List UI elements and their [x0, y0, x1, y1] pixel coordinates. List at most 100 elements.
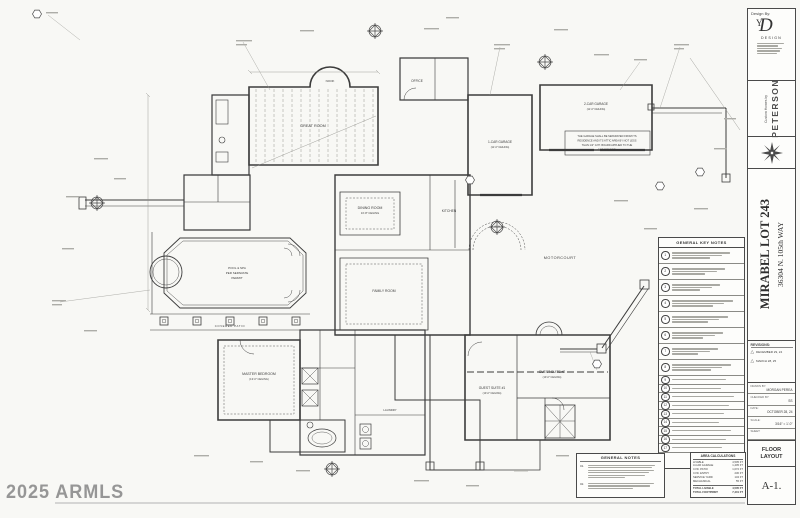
guest2-label-2: (10'-0" CEILING)	[543, 376, 562, 379]
illegible-text-bar	[671, 302, 725, 305]
general-note-number: 02.	[580, 481, 585, 486]
area-calc-value: 4,505 FT	[732, 460, 743, 464]
designer-logo: D	[759, 15, 773, 36]
illegible-text-bar	[671, 379, 726, 381]
illegible-text-bar	[671, 332, 723, 334]
area-calc-divider	[693, 484, 743, 486]
illegible-text-bar	[671, 430, 732, 432]
room-label-motorcourt: MOTORCOURT	[544, 256, 577, 260]
illegible-text-bar	[588, 474, 645, 476]
illegible-text-bar	[671, 321, 709, 323]
illegible-text-bar	[671, 257, 711, 259]
title-block-field: DATE:OCTOBER 28, 24	[748, 406, 795, 418]
key-note-number: 7	[661, 347, 670, 356]
sheet-number: A-1.	[748, 467, 795, 504]
key-note-text	[671, 315, 743, 324]
key-note-text	[671, 446, 743, 450]
key-note-text	[671, 429, 743, 433]
key-note-row: 5	[659, 312, 744, 328]
key-note-row: 1	[659, 248, 744, 264]
key-note-row: 16	[659, 435, 744, 444]
illegible-text-bar	[671, 404, 729, 406]
room-label-dining-clg: 13'-8" CEILING	[361, 211, 379, 215]
illegible-text-bar	[671, 316, 728, 318]
key-note-number: 13	[661, 409, 670, 418]
illegible-text-bar	[588, 487, 634, 490]
illegible-text-bar	[671, 348, 719, 350]
key-note-number: 9	[661, 375, 670, 384]
key-note-text	[671, 331, 743, 340]
key-note-text	[671, 347, 743, 356]
key-note-row: 12	[659, 401, 744, 410]
annotation-marks	[46, 12, 736, 487]
illegible-text-bar	[671, 289, 701, 291]
title-block: Design By: Y D DESIGN Custom Homes by PE…	[747, 8, 796, 505]
key-note-row: 14	[659, 418, 744, 427]
general-note-number: 01.	[580, 463, 585, 468]
key-note-number: 12	[661, 401, 670, 410]
project-name: MIRABEL LOT 243	[758, 199, 772, 310]
key-note-text	[671, 267, 743, 276]
illegible-text-bar	[671, 353, 699, 355]
key-note-number: 3	[661, 283, 670, 292]
key-note-number: 8	[661, 363, 670, 372]
general-notes-panel: GENERAL NOTES 01.02.	[576, 453, 665, 498]
illegible-text-bar	[671, 366, 723, 369]
builder-stamp: Custom Homes by PETERSON	[748, 79, 795, 138]
illegible-text-bar	[671, 350, 710, 353]
area-calc-value: 1,072 FT	[732, 468, 743, 472]
key-note-row: 11	[659, 392, 744, 402]
field-value: 3/16" = 1'-0"	[775, 421, 793, 426]
title-block-field: SHEET:	[748, 429, 795, 441]
key-note-text	[671, 378, 743, 382]
illegible-text-bar	[671, 273, 706, 275]
key-note-number: 5	[661, 315, 670, 324]
area-calc-value: 1,405 FT	[732, 464, 743, 468]
illegible-text-bar	[671, 252, 730, 254]
illegible-text-bar	[671, 438, 727, 440]
illegible-text-bar	[671, 286, 712, 289]
illegible-text-bar	[671, 369, 711, 371]
key-note-text	[671, 412, 743, 416]
garage-note-1: THE GARAGE SHALL BE SEPARATED FROM ITS	[577, 134, 636, 138]
key-note-text	[671, 251, 743, 260]
guest1-label-1: GUEST SUITE #1	[479, 386, 506, 390]
revision-text: DECEMBER 29, 24	[755, 350, 783, 354]
key-note-number: 6	[661, 331, 670, 340]
area-calc-row: SERVICE YARD 134 FT	[693, 476, 743, 480]
project-address: 36304 N. 105th WAY	[776, 221, 785, 287]
designer-stamp: Design By: Y D DESIGN	[748, 9, 795, 81]
garage2-label-2: (11'-0" CEILING)	[587, 108, 606, 111]
field-label: DRAWN BY:	[750, 383, 767, 388]
garage-note-4: GARAGE SIDE.	[598, 148, 617, 152]
key-note-row: 13	[659, 409, 744, 419]
general-note-text	[588, 482, 661, 491]
key-note-number: 2	[661, 267, 670, 276]
area-calc-label: SERVICE YARD	[693, 476, 713, 480]
area-calc-value: 134 FT	[734, 476, 743, 480]
key-note-text	[671, 299, 743, 308]
illegible-text-bar	[671, 337, 704, 339]
north-arrow	[748, 137, 795, 169]
key-note-row: 15	[659, 426, 744, 436]
key-note-text	[671, 395, 743, 399]
key-note-text	[671, 437, 743, 441]
pool-label-1: POOL & SPA	[228, 266, 246, 270]
section-markers	[32, 9, 705, 478]
field-label: CHECKED BY:	[750, 394, 770, 399]
illegible-text-bar	[671, 396, 734, 398]
field-label: SHEET:	[750, 429, 761, 434]
illegible-text-bar	[671, 413, 724, 415]
illegible-text-bar	[588, 482, 654, 485]
field-value: SS	[788, 398, 793, 403]
illegible-text-bar	[671, 334, 715, 337]
revision-row: △ MARCH 28, 25	[751, 358, 793, 364]
room-label-nook: NOOK	[326, 79, 335, 83]
